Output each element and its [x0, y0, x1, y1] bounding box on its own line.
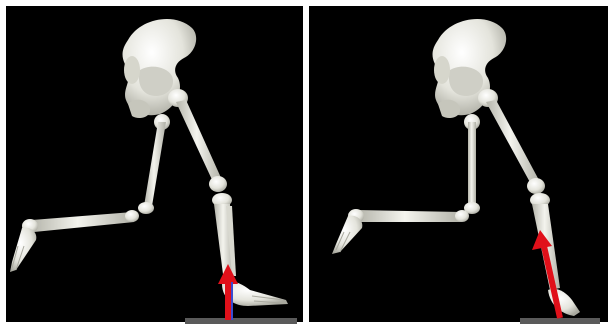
- right-panel: [309, 6, 608, 324]
- left-panel: [6, 6, 303, 324]
- force-plate: [185, 318, 297, 324]
- panel-divider: [303, 6, 309, 322]
- force-plate: [520, 318, 600, 324]
